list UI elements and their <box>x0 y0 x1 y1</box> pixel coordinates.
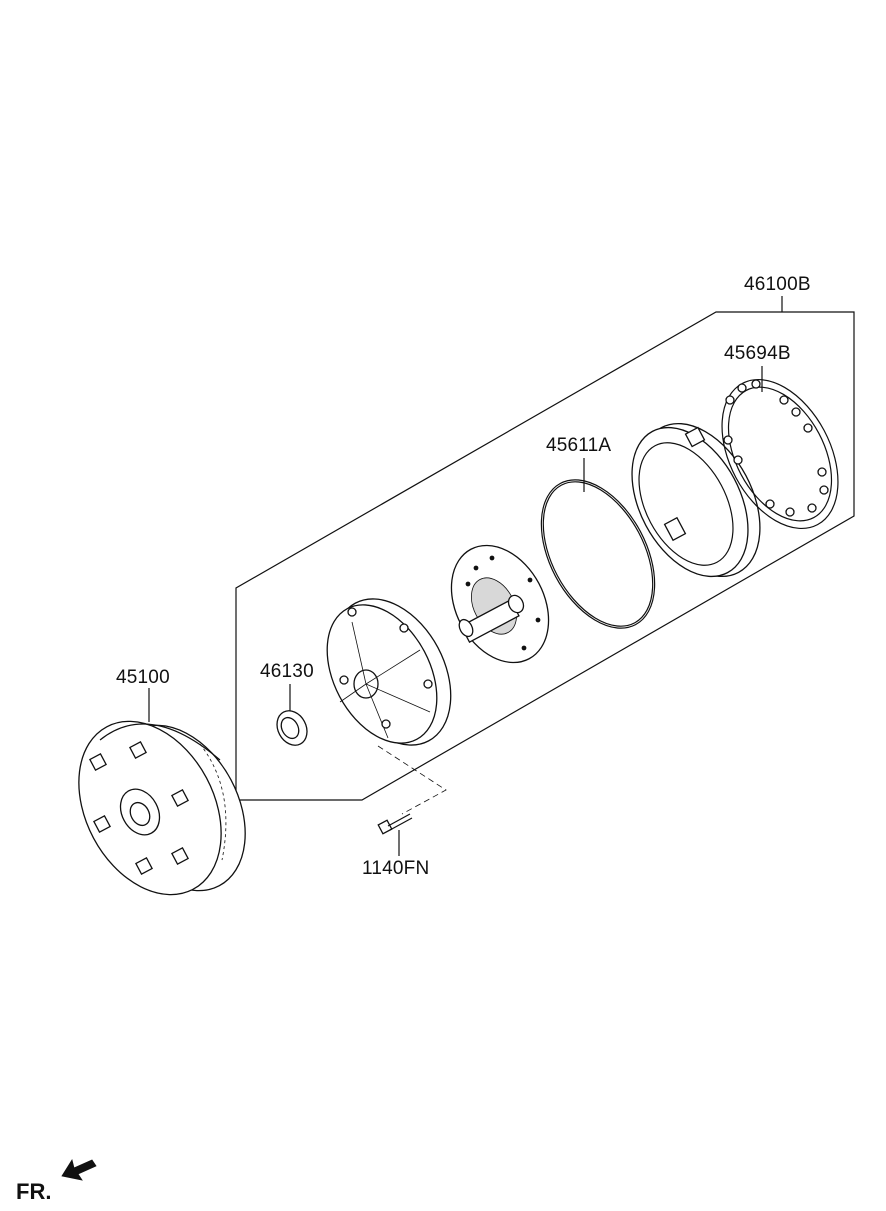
sprocket-ring <box>631 422 761 578</box>
oil-seal <box>276 710 308 746</box>
gear-set <box>721 378 839 530</box>
bolt-alignment-dashes <box>377 745 447 815</box>
torque-converter <box>78 720 246 896</box>
seal-ring <box>540 479 656 629</box>
pump-housing <box>326 598 452 746</box>
direction-arrow-icon <box>61 1158 97 1181</box>
part-label-46130: 46130 <box>260 661 314 682</box>
assembly-bracket <box>235 296 855 801</box>
part-label-45611A: 45611A <box>546 435 612 456</box>
bolt <box>377 813 413 835</box>
leader-lines <box>148 366 763 856</box>
stator-plate <box>450 544 550 664</box>
direction-label: FR. <box>16 1179 52 1204</box>
part-label-45694B: 45694B <box>724 343 791 364</box>
part-label-1140FN: 1140FN <box>362 858 430 879</box>
part-label-46100B: 46100B <box>744 274 811 295</box>
part-label-45100: 45100 <box>116 667 170 688</box>
